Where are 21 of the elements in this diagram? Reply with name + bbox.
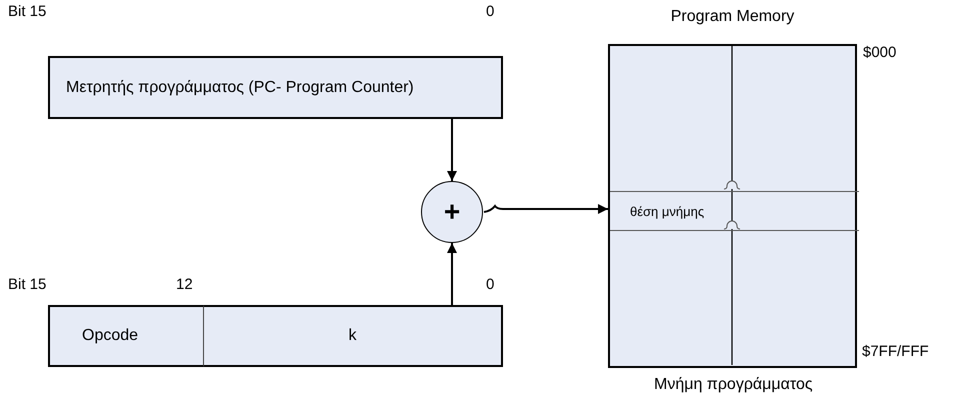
operand-field xyxy=(204,305,503,367)
box-text: k xyxy=(348,327,356,345)
bit-label: 12 xyxy=(176,276,193,293)
bit-label: Bit 15 xyxy=(8,276,46,293)
plus-sign: + xyxy=(444,196,460,228)
opcode-field xyxy=(48,305,204,367)
address-label: $000 xyxy=(863,44,896,61)
memory-row xyxy=(610,191,859,231)
box-text: Μετρητής προγράμματος (PC- Program Counter) xyxy=(66,78,414,96)
bit-label: 0 xyxy=(486,276,494,293)
arrow xyxy=(447,243,457,305)
bit-label: 0 xyxy=(486,3,494,20)
arrow xyxy=(484,204,608,214)
box-text: Opcode xyxy=(82,327,138,345)
bit-label: Bit 15 xyxy=(8,3,46,20)
register-box xyxy=(48,56,503,119)
arrow xyxy=(447,119,457,181)
memory-caption: Μνήμη προγράμματος xyxy=(654,376,813,394)
box-text: θέση μνήμης xyxy=(630,204,704,218)
memory-heading: Program Memory xyxy=(670,8,796,26)
address-label: $7FF/FFF xyxy=(862,343,929,360)
